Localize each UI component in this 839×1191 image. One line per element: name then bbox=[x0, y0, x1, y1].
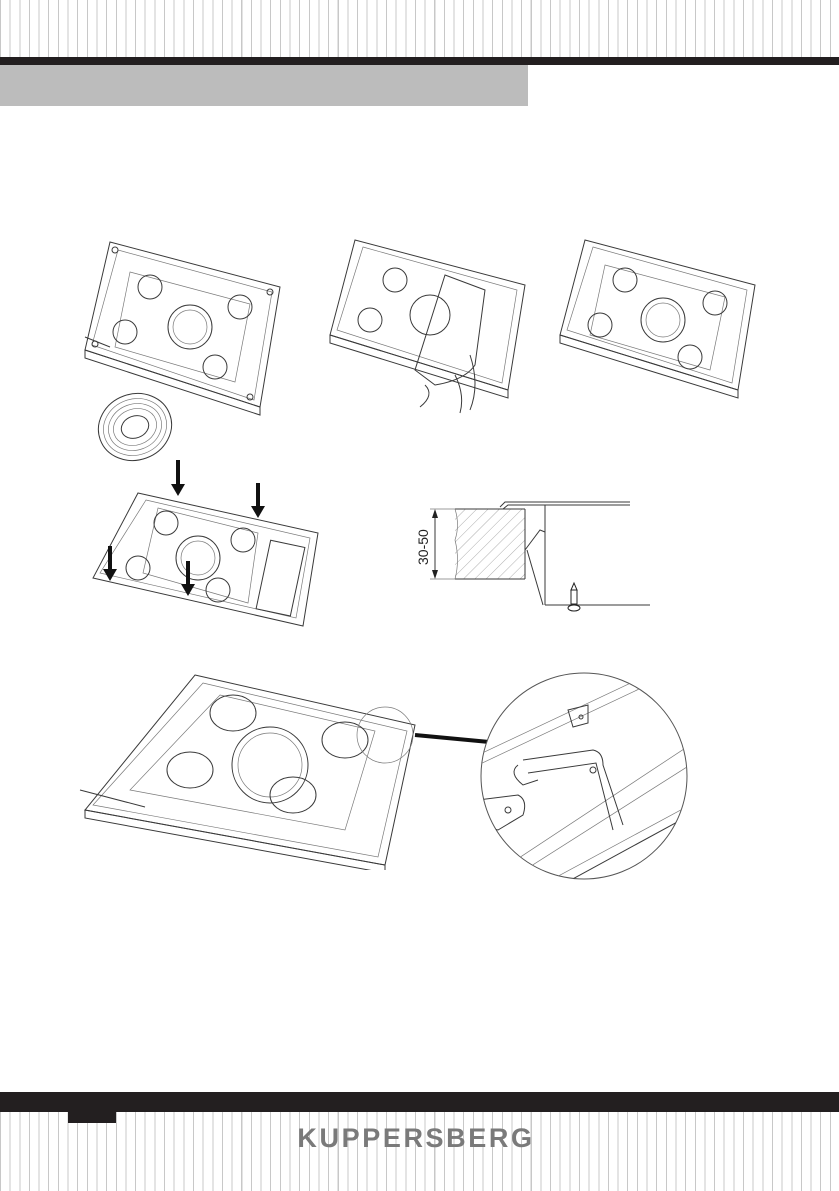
figure-hob-cable bbox=[325, 235, 540, 415]
footer-bar bbox=[0, 1092, 839, 1112]
figure-hob-large bbox=[75, 665, 435, 870]
arrow-icon bbox=[171, 460, 185, 496]
dimension-label: 30-50 bbox=[415, 529, 431, 565]
seal-tape-roll-icon bbox=[97, 393, 173, 461]
arrow-icon bbox=[103, 546, 117, 581]
arrow-icon bbox=[251, 483, 265, 518]
header-bar bbox=[0, 57, 839, 65]
figure-hob-seal-tape bbox=[80, 232, 300, 462]
brand-logo: KUPPERSBERG bbox=[297, 1123, 535, 1153]
screw-icon bbox=[567, 581, 581, 612]
hob-body-icon bbox=[84, 241, 281, 416]
footer-stripes bbox=[0, 1112, 839, 1191]
figure-countertop-cross-section: 30-50 bbox=[405, 490, 665, 620]
figure-mounting-clip-detail bbox=[478, 665, 690, 887]
arrow-icon bbox=[181, 561, 195, 596]
header-stripes bbox=[0, 0, 839, 57]
section-title-block bbox=[0, 65, 528, 106]
page-number-tab bbox=[68, 1112, 116, 1123]
figure-hob-assembled bbox=[555, 235, 770, 405]
figure-hob-seal-positions bbox=[88, 458, 323, 630]
